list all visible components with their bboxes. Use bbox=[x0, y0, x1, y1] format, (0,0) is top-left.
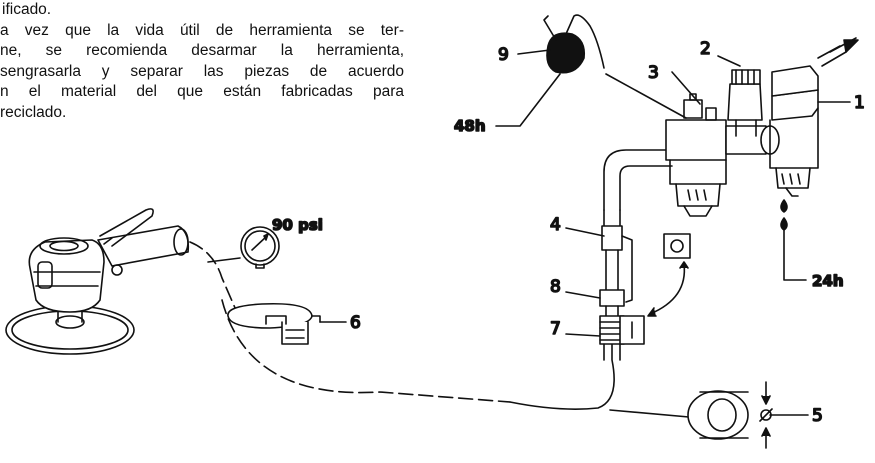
interval-48h-label: 48h bbox=[454, 117, 486, 135]
part-2-label: 2 bbox=[700, 39, 711, 59]
part-5-label: 5 bbox=[812, 406, 823, 426]
text-line-6: reciclado. bbox=[0, 103, 67, 121]
text-line-3: ne, se recomienda desarmar la herramient… bbox=[0, 42, 404, 59]
pressure-gauge-icon bbox=[207, 226, 280, 269]
text-line-2: a vez que la vida útil de herramienta se… bbox=[0, 21, 404, 39]
hose-diameter-icon bbox=[687, 381, 809, 449]
part-4-label: 4 bbox=[550, 215, 561, 235]
instruction-text: ificado. a vez que la vida útil de herra… bbox=[0, 0, 420, 123]
text-line-4: sengrasarla y separar las piezas de acue… bbox=[0, 62, 404, 80]
interval-24h-label: 24h bbox=[812, 272, 844, 290]
switch-off-symbol-icon bbox=[619, 315, 645, 345]
air-inlet-arrow-icon bbox=[817, 37, 859, 67]
part-7-label: 7 bbox=[550, 319, 561, 339]
part-8-label: 8 bbox=[550, 277, 561, 297]
switch-on-symbol-icon bbox=[663, 233, 691, 259]
pressure-label: 90 psi bbox=[272, 216, 323, 234]
part-6-label: 6 bbox=[350, 313, 361, 333]
water-drop-icon bbox=[780, 199, 807, 281]
part-3-label: 3 bbox=[648, 63, 659, 83]
oil-bottle-icon bbox=[543, 14, 605, 74]
part-9-label: 9 bbox=[498, 45, 509, 65]
air-sander-icon bbox=[5, 208, 190, 355]
text-line-1: ificado. bbox=[2, 1, 52, 18]
filter-regulator-lubricator-icon bbox=[665, 65, 819, 217]
coupling-icon bbox=[227, 302, 321, 345]
hose-assembly bbox=[599, 209, 633, 361]
text-line-5: n el material del que están fabricadas p… bbox=[0, 83, 404, 100]
part-1-label: 1 bbox=[854, 93, 865, 113]
